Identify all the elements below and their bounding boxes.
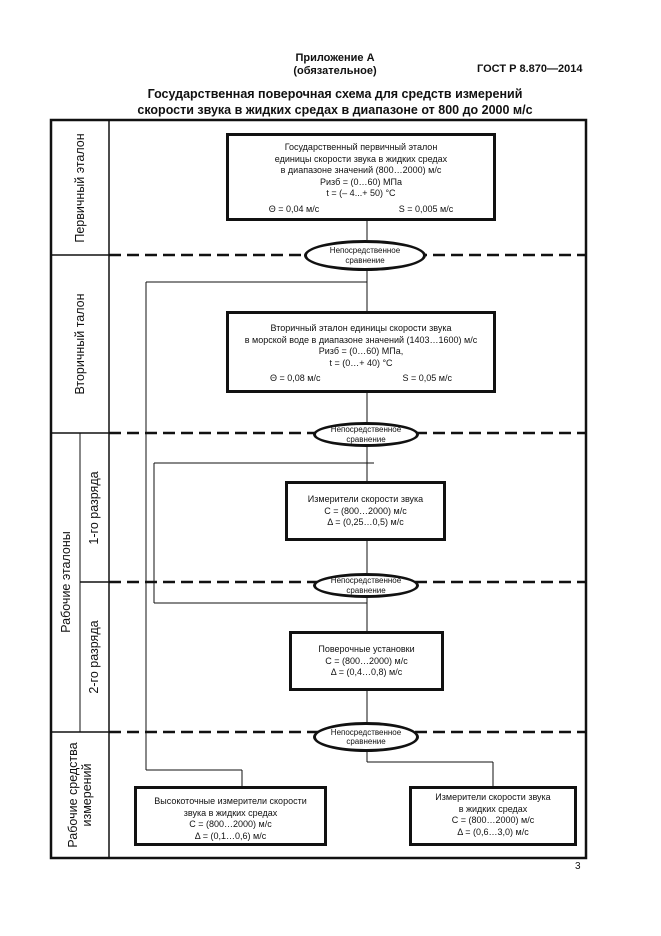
scheme-frame	[49, 118, 588, 860]
instrument-right-line2: в жидких средах	[458, 803, 528, 814]
scheme-title: Государственная поверочная схема для сре…	[70, 86, 600, 118]
level-instruments-line1: Рабочие средства	[66, 742, 80, 848]
level-secondary: Вторичный талон	[73, 293, 87, 395]
level-grade2: 2-го разряда	[87, 620, 101, 694]
level-instruments: Рабочие средства измерений	[66, 742, 94, 847]
instrument-right-range: C = (800…2000) м/с	[451, 815, 535, 825]
working-grade2-line1: Поверочные установки	[318, 644, 415, 654]
comparison-text-line2: сравнение	[346, 585, 386, 595]
primary-standard-line3: в диапазоне значений (800…2000) м/с	[280, 165, 442, 175]
comparison-text-line2: сравнение	[346, 434, 386, 444]
comparison-text-line1: Непосредственное	[330, 727, 402, 737]
secondary-standard-theta: Θ = 0,08 м/с	[270, 373, 321, 383]
primary-standard-temperature: t = (– 4...+ 50) °С	[326, 188, 396, 198]
primary-standard-line1: Государственный первичный эталон	[284, 142, 438, 152]
level-grade1: 1-го разряда	[87, 471, 101, 545]
primary-standard-line2: единицы скорости звука в жидких средах	[274, 153, 448, 164]
working-grade1-line1: Измерители скорости звука	[307, 494, 424, 504]
comparison-text-line1: Непосредственное	[330, 576, 402, 585]
working-grade1-delta: Δ = (0,25…0,5) м/с	[327, 517, 404, 527]
level-working: Рабочие эталоны	[59, 531, 73, 633]
comparison-text-line1: Непосредственное	[329, 246, 401, 255]
working-grade2-box: Поверочные установки C = (800…2000) м/с …	[289, 631, 444, 691]
annex-heading: Приложение А (обязательное)	[250, 52, 420, 78]
comparison-text-line1: Непосредственное	[330, 425, 402, 434]
level-primary: Первичный эталон	[73, 133, 87, 243]
primary-standard-box: Государственный первичный эталон единицы…	[226, 133, 496, 221]
primary-standard-s: S = 0,005 м/с	[398, 203, 454, 214]
standard-number: ГОСТ Р 8.870—2014	[477, 63, 583, 75]
page-number: 3	[575, 861, 581, 872]
instrument-left-box: Высокоточные измерители скорости звука в…	[134, 786, 327, 846]
annex-note: (обязательное)	[293, 65, 377, 77]
secondary-standard-pressure: Pизб = (0…60) МПа,	[318, 346, 404, 356]
instrument-left-line1: Высокоточные измерители скорости	[154, 796, 307, 806]
working-grade2-range: C = (800…2000) м/с	[325, 655, 408, 666]
secondary-standard-temperature: t = (0…+ 40) °С	[329, 357, 393, 368]
secondary-standard-line2: в морской воде в диапазоне значений (140…	[244, 334, 478, 345]
working-grade2-delta: Δ = (0,4…0,8) м/с	[330, 667, 403, 677]
comparison-text-line2: сравнение	[345, 255, 385, 265]
annex-title: Приложение А	[295, 52, 375, 64]
secondary-standard-s: S = 0,05 м/с	[402, 373, 452, 383]
instrument-right-box: Измерители скорости звука в жидких среда…	[409, 786, 577, 846]
secondary-standard-line1: Вторичный эталон единицы скорости звука	[270, 323, 452, 333]
working-grade1-range: C = (800…2000) м/с	[324, 505, 407, 516]
level-instruments-line2: измерений	[80, 763, 94, 827]
primary-standard-theta: Θ = 0,04 м/с	[268, 203, 320, 214]
instrument-right-line1: Измерители скорости звука	[435, 792, 551, 802]
primary-standard-pressure: Pизб = (0…60) МПа	[320, 176, 402, 187]
scheme-title-line1: Государственная поверочная схема для сре…	[147, 87, 523, 101]
secondary-standard-box: Вторичный эталон единицы скорости звука …	[226, 311, 496, 393]
working-grade1-box: Измерители скорости звука C = (800…2000)…	[285, 481, 446, 541]
instrument-left-line2: звука в жидких средах	[183, 807, 278, 818]
scheme-title-line2: скорости звука в жидких средах в диапазо…	[137, 103, 533, 117]
instrument-left-delta: Δ = (0,1…0,6) м/с	[194, 830, 267, 841]
instrument-right-delta: Δ = (0,6…3,0) м/с	[457, 826, 529, 837]
comparison-text-line2: сравнение	[346, 737, 386, 746]
instrument-left-range: C = (800…2000) м/с	[189, 819, 272, 829]
